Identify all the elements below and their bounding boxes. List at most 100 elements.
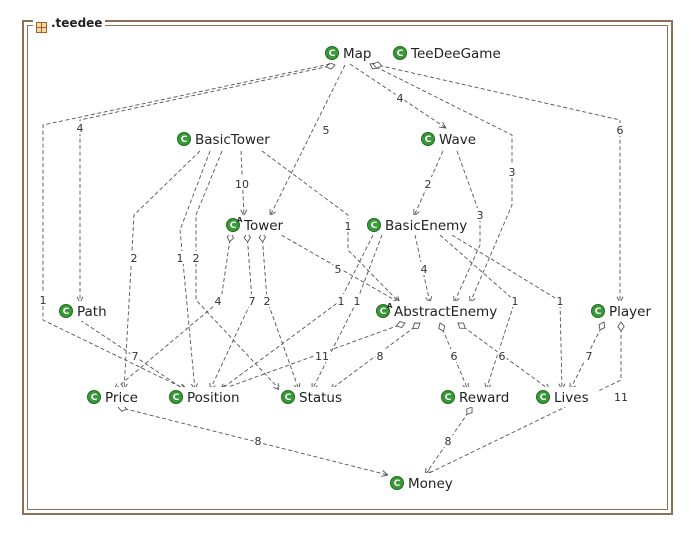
association-wave-basicenemy[interactable]: 2	[413, 150, 444, 217]
class-icon: C	[177, 132, 191, 146]
multiplicity-label-bg	[615, 123, 625, 136]
package-frame-outer	[22, 20, 673, 515]
association-line[interactable]	[117, 406, 389, 476]
association-line[interactable]	[219, 322, 406, 391]
association-abstractenemy-lives[interactable]: 6	[457, 322, 551, 391]
association-line[interactable]	[79, 319, 186, 391]
multiplicity-label-bg	[129, 251, 139, 264]
association-abstractenemy-position[interactable]: 11	[219, 321, 406, 392]
class-icon: C	[390, 476, 404, 490]
class-icon: C	[591, 304, 605, 318]
association-tower-position[interactable]: 7	[209, 232, 257, 391]
association-basictower-position[interactable]: 1	[175, 150, 211, 392]
svg-text:A: A	[387, 302, 393, 310]
association-line[interactable]	[79, 64, 336, 303]
svg-text:C: C	[371, 221, 378, 231]
multiplicity-label: 5	[335, 263, 342, 276]
class-node-bg	[85, 387, 148, 407]
class-node-basicenemy[interactable]: C BasicEnemy	[365, 215, 469, 235]
association-player-lives[interactable]: 7	[569, 321, 606, 391]
association-price-money[interactable]: 8	[117, 404, 390, 477]
package-title: .teedee	[51, 16, 103, 30]
multiplicity-label-bg	[234, 177, 250, 190]
arrowhead	[269, 208, 276, 217]
multiplicity-label-bg	[419, 262, 429, 275]
multiplicity-label-bg	[321, 123, 331, 136]
association-line[interactable]	[329, 322, 421, 391]
association-tower-abstractenemy[interactable]: 5	[275, 231, 401, 304]
aggregation-diamond	[412, 322, 421, 329]
association-line[interactable]	[372, 63, 621, 303]
multiplicity-label-bg	[584, 349, 594, 362]
association-basictower-tower[interactable]: 10	[234, 150, 250, 218]
association-map-path[interactable]: 4	[75, 62, 336, 305]
class-name: Reward	[459, 390, 509, 406]
multiplicity-label-bg	[333, 262, 343, 275]
multiplicity-label-bg	[262, 294, 272, 307]
class-name: Position	[187, 390, 240, 406]
association-line[interactable]	[42, 63, 331, 391]
aggregation-diamond	[466, 406, 473, 416]
package-tab[interactable]: .teedee	[33, 15, 106, 33]
association-line[interactable]	[269, 64, 346, 217]
association-basicenemy-abstractenemy[interactable]: 4	[414, 234, 433, 305]
aggregation-diamond	[258, 232, 267, 243]
association-path-position[interactable]: 7	[79, 319, 186, 391]
association-line[interactable]	[369, 63, 513, 304]
class-node-bg	[224, 215, 287, 235]
association-reward-money[interactable]: 8	[424, 406, 473, 476]
association-line[interactable]	[179, 150, 211, 391]
association-tower-status[interactable]: 2	[258, 232, 301, 391]
multiplicity-label-bg	[336, 294, 346, 307]
association-line[interactable]	[275, 231, 401, 304]
association-map-abstractenemy[interactable]: 3	[369, 62, 517, 304]
class-node-bg	[374, 301, 503, 321]
multiplicity-label: 2	[131, 252, 138, 265]
association-basicenemy-position[interactable]: 1	[219, 234, 374, 391]
multiplicity-label-bg	[613, 390, 629, 403]
association-abstractenemy-status[interactable]: 8	[329, 322, 421, 391]
multiplicity-label-bg	[510, 294, 520, 307]
multiplicity-label-bg	[191, 251, 201, 264]
association-line[interactable]	[261, 150, 401, 304]
association-line[interactable]	[453, 150, 481, 304]
arrowhead	[381, 470, 390, 477]
association-line[interactable]	[261, 232, 300, 391]
class-icon: C	[281, 390, 295, 404]
association-line[interactable]	[457, 322, 551, 391]
association-map-player[interactable]: 6	[372, 61, 625, 305]
association-line[interactable]	[424, 322, 622, 476]
multiplicity-label: 7	[132, 350, 139, 363]
association-line[interactable]	[209, 232, 253, 391]
class-name: AbstractEnemy	[394, 304, 497, 320]
class-name: TeeDeeGame	[410, 46, 501, 62]
association-map-tower[interactable]: 5	[269, 64, 346, 217]
association-line[interactable]	[123, 150, 201, 391]
class-node-bg	[439, 387, 511, 407]
multiplicity-label-bg	[247, 294, 257, 307]
class-node-bg	[365, 215, 469, 235]
multiplicity-label: 11	[315, 350, 329, 363]
multiplicity-label: 10	[235, 178, 249, 191]
association-line[interactable]	[219, 234, 374, 391]
class-name: BasicEnemy	[385, 218, 467, 234]
association-abstractenemy-reward[interactable]: 6	[438, 322, 469, 391]
multiplicity-label: 4	[215, 295, 222, 308]
association-map-wave[interactable]: 4	[349, 63, 447, 129]
class-name: Map	[343, 46, 372, 62]
